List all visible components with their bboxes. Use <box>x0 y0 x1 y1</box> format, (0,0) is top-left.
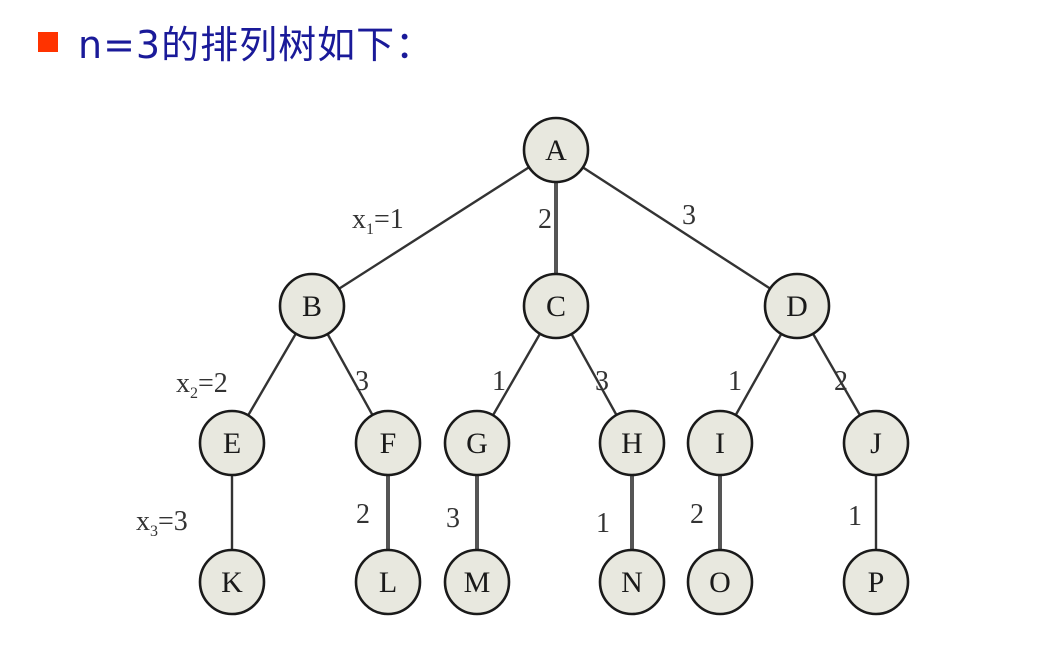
node-label: M <box>464 566 491 599</box>
node-label: L <box>379 566 397 599</box>
node-label: K <box>221 566 243 599</box>
node-circle <box>522 272 590 340</box>
edge-label-f-l: 2 <box>356 499 370 530</box>
edge-label-d-i: 1 <box>728 366 742 397</box>
edge-a-d <box>555 148 798 308</box>
edge-label-e-k: x3=3 <box>136 506 188 540</box>
tree-node-n: N <box>598 548 666 616</box>
tree-node-g: G <box>443 409 511 477</box>
tree-node-m: M <box>443 548 511 616</box>
tree-node-e: E <box>198 409 266 477</box>
edge-label-h-n: 1 <box>596 508 610 539</box>
node-label: A <box>545 134 567 167</box>
node-circle <box>198 548 266 616</box>
edge-label-b-e: x2=2 <box>176 368 228 402</box>
node-label: I <box>715 427 725 460</box>
edge-label-c-g: 1 <box>492 366 506 397</box>
node-circle <box>278 272 346 340</box>
tree-node-h: H <box>598 409 666 477</box>
node-circle <box>686 409 754 477</box>
edge-label-i-o: 2 <box>690 499 704 530</box>
edge-label-d-j: 2 <box>834 366 848 397</box>
node-circle <box>443 548 511 616</box>
tree-node-j: J <box>842 409 910 477</box>
node-circle <box>763 272 831 340</box>
node-label: J <box>870 427 882 460</box>
node-label: H <box>621 427 643 460</box>
node-label: D <box>786 290 808 323</box>
node-circle <box>842 409 910 477</box>
node-circle <box>198 409 266 477</box>
node-circle <box>686 548 754 616</box>
tree-node-p: P <box>842 548 910 616</box>
tree-node-k: K <box>198 548 266 616</box>
node-circle <box>354 548 422 616</box>
edge-label-c-h: 3 <box>595 366 609 397</box>
edge-label-a-c: 2 <box>538 204 552 235</box>
node-label: G <box>466 427 488 460</box>
edges-layer <box>230 148 878 582</box>
nodes-layer: A B C D E F G H I J K L M N O P <box>198 116 910 616</box>
edge-label-g-m: 3 <box>446 503 460 534</box>
edge-a-b <box>311 148 557 308</box>
tree-node-o: O <box>686 548 754 616</box>
node-label: C <box>546 290 566 323</box>
tree-node-d: D <box>763 272 831 340</box>
edge-label-j-p: 1 <box>848 501 862 532</box>
node-circle <box>598 409 666 477</box>
node-circle <box>443 409 511 477</box>
node-label: P <box>868 566 885 599</box>
tree-node-a: A <box>522 116 590 184</box>
node-circle <box>598 548 666 616</box>
node-circle <box>522 116 590 184</box>
tree-node-l: L <box>354 548 422 616</box>
edge-label-a-b: x1=1 <box>352 204 404 238</box>
node-circle <box>842 548 910 616</box>
node-label: F <box>380 427 397 460</box>
node-label: B <box>302 290 322 323</box>
heading: n=3的排列树如下： <box>38 14 434 69</box>
square-bullet-icon <box>38 31 58 52</box>
node-label: N <box>621 566 643 599</box>
tree-node-i: I <box>686 409 754 477</box>
heading-text: n=3的排列树如下： <box>78 23 435 67</box>
node-label: E <box>223 427 241 460</box>
edge-label-a-d: 3 <box>682 200 696 231</box>
edge-label-b-f: 3 <box>355 366 369 397</box>
node-circle <box>354 409 422 477</box>
tree-node-f: F <box>354 409 422 477</box>
tree-node-b: B <box>278 272 346 340</box>
edge-labels-layer: x1=1 2 3 x2=2 3 1 3 1 2 x3=3 2 3 1 2 1 <box>136 200 862 540</box>
node-label: O <box>709 566 731 599</box>
tree-node-c: C <box>522 272 590 340</box>
